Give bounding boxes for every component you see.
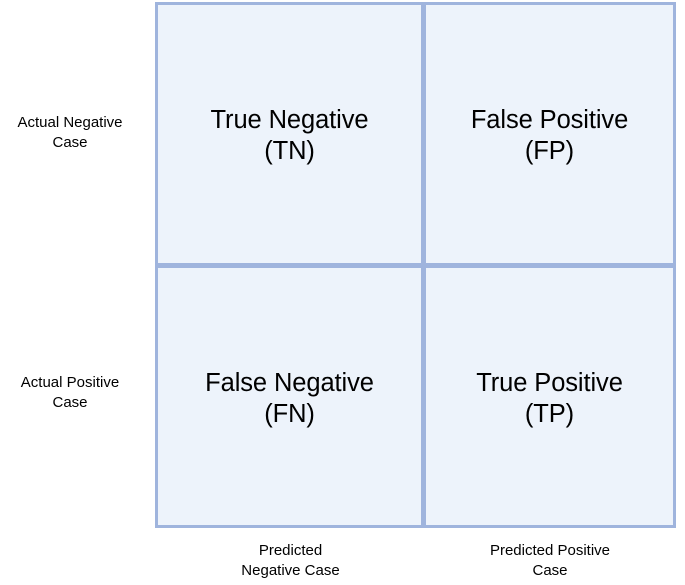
matrix-cell-true-negative[interactable]: True Negative (TN) — [158, 5, 421, 263]
column-label-predicted-negative: Predicted Negative Case — [241, 542, 340, 580]
matrix-cell-false-positive-label: False Positive (FP) — [470, 106, 629, 166]
matrix-cell-false-negative-label: False Negative (FN) — [205, 369, 374, 429]
matrix-cell-true-positive[interactable]: True Positive (TP) — [426, 268, 673, 525]
matrix-cell-true-negative-label: True Negative (TN) — [210, 106, 369, 166]
matrix-cell-false-positive[interactable]: False Positive (FP) — [426, 5, 673, 263]
matrix-cell-true-positive-label: True Positive (TP) — [476, 369, 623, 429]
matrix-grid: True Negative (TN) False Positive (FP) F… — [155, 2, 676, 528]
matrix-horizontal-divider — [158, 263, 673, 268]
row-label-actual-negative: Actual Negative Case — [17, 114, 123, 152]
matrix-cell-false-negative[interactable]: False Negative (FN) — [158, 268, 421, 525]
column-label-predicted-positive: Predicted Positive Case — [489, 542, 611, 580]
matrix-vertical-divider — [421, 5, 426, 525]
row-label-actual-positive: Actual Positive Case — [20, 374, 120, 412]
